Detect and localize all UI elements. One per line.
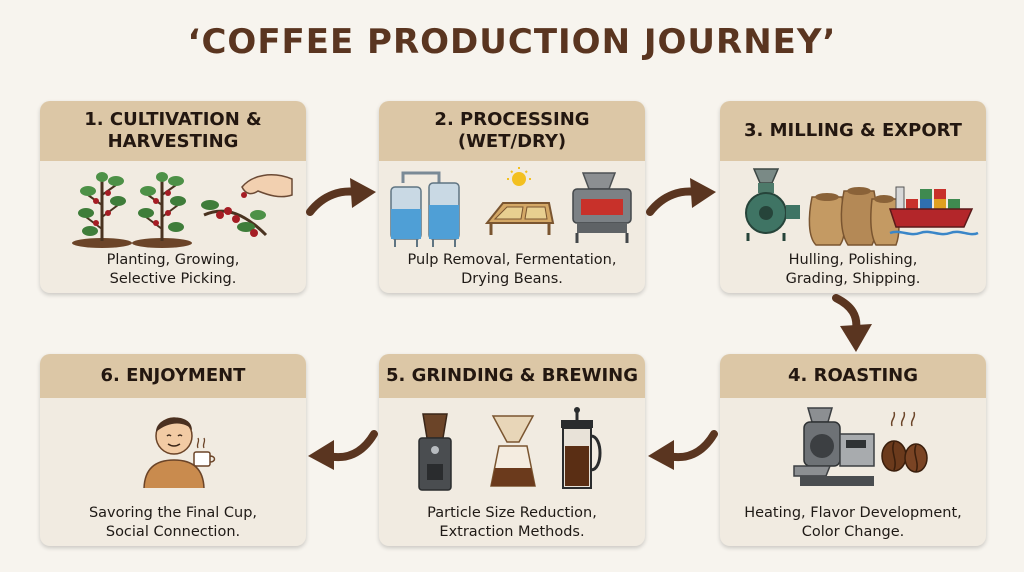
step-card-processing: 2. PROCESSING(WET/DRY) (379, 101, 645, 293)
fermentation-tanks-icon (390, 171, 460, 247)
step-title-line1: 3. MILLING & EXPORT (744, 120, 962, 141)
step-card-roasting: 4. ROASTING Heating, Flavor Development,… (720, 354, 986, 546)
step-title-line1: 6. ENJOYMENT (100, 365, 246, 386)
step-card-grinding-brewing: 5. GRINDING & BREWING P (379, 354, 645, 546)
step-illustration (720, 165, 986, 251)
flow-arrow-4-to-5 (648, 430, 718, 470)
flow-arrow-3-to-4 (832, 294, 872, 352)
step-card-milling-export: 3. MILLING & EXPORT (720, 101, 986, 293)
step-title: 1. CULTIVATION &HARVESTING (40, 101, 306, 161)
step-card-cultivation: 1. CULTIVATION &HARVESTING (40, 101, 306, 293)
step-description-line1: Particle Size Reduction, (427, 505, 597, 521)
cargo-ship-icon (888, 186, 979, 236)
step-title-line1: 5. GRINDING & BREWING (386, 365, 638, 386)
step-description-line2: Color Change. (801, 524, 905, 540)
step-description: Heating, Flavor Development, Color Change… (720, 504, 986, 542)
pulping-machine-icon (572, 172, 632, 243)
step-title-line1: 4. ROASTING (787, 365, 919, 386)
roaster-machine-icon (793, 407, 875, 486)
step-description: Pulp Removal, Fermentation, Drying Beans. (379, 251, 645, 289)
person-drinking-coffee-icon (143, 417, 216, 491)
step-description: Hulling, Polishing, Grading, Shipping. (720, 251, 986, 289)
step-illustration (720, 406, 986, 492)
hand-picking-cherries-icon (201, 174, 293, 237)
french-press-icon (561, 407, 602, 489)
step-title-line1: 2. PROCESSING (434, 109, 590, 130)
roasted-beans-icon (881, 411, 928, 473)
step-title: 5. GRINDING & BREWING (379, 354, 645, 398)
step-title: 3. MILLING & EXPORT (720, 101, 986, 161)
flow-arrow-1-to-2 (306, 178, 376, 216)
step-title: 4. ROASTING (720, 354, 986, 398)
coffee-sacks-icon (808, 187, 900, 246)
sun-drying-bed-icon (484, 167, 555, 235)
step-description-line1: Hulling, Polishing, (788, 252, 918, 268)
step-illustration (40, 165, 306, 251)
step-description-line2: Drying Beans. (461, 271, 563, 287)
step-description: Savoring the Final Cup, Social Connection… (40, 504, 306, 542)
step-description-line2: Grading, Shipping. (785, 271, 921, 287)
step-description-line2: Extraction Methods. (439, 524, 585, 540)
flow-arrow-2-to-3 (646, 178, 716, 216)
step-description-line1: Pulp Removal, Fermentation, (407, 252, 617, 268)
step-illustration (379, 406, 645, 492)
step-title: 2. PROCESSING(WET/DRY) (379, 101, 645, 161)
coffee-plant-icon (72, 172, 132, 248)
step-card-enjoyment: 6. ENJOYMENT Savoring the Final Cup, Soci… (40, 354, 306, 546)
step-description-line1: Heating, Flavor Development, (744, 505, 962, 521)
step-illustration (40, 402, 306, 491)
step-title: 6. ENJOYMENT (40, 354, 306, 398)
step-description: Planting, Growing, Selective Picking. (40, 251, 306, 289)
step-title-line2: (WET/DRY) (457, 131, 567, 152)
step-title-line1: 1. CULTIVATION & (84, 109, 262, 130)
step-description-line1: Planting, Growing, (106, 252, 240, 268)
step-description-line2: Selective Picking. (109, 271, 237, 287)
milling-machine-icon (745, 168, 800, 241)
step-description-line1: Savoring the Final Cup, (88, 505, 258, 521)
grinder-icon (418, 413, 452, 491)
flow-arrow-5-to-6 (308, 430, 378, 470)
step-description: Particle Size Reduction, Extraction Metho… (379, 504, 645, 542)
step-illustration (379, 163, 645, 249)
coffee-plant-icon (132, 172, 192, 248)
step-title-line2: HARVESTING (107, 131, 239, 152)
page-title: ‘COFFEE PRODUCTION JOURNEY’ (187, 22, 837, 62)
pour-over-icon (490, 415, 536, 487)
step-description-line2: Social Connection. (105, 524, 241, 540)
